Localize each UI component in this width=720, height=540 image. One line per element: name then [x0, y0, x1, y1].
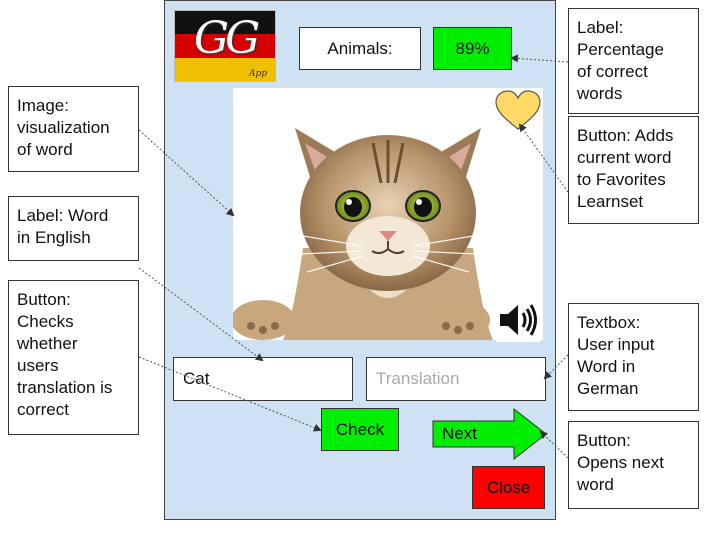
annotation-percentage: Label: Percentage of correct words [568, 8, 699, 114]
score-percentage-label: 89% [433, 27, 512, 70]
translation-input[interactable] [366, 357, 546, 401]
speaker-icon [496, 298, 540, 342]
logo-subtext: App [248, 69, 267, 79]
word-image [231, 88, 543, 340]
heart-icon [495, 90, 541, 130]
logo-flag-gold-stripe [175, 57, 275, 81]
logo-flag-black-stripe [175, 11, 275, 35]
close-button[interactable]: Close [472, 466, 545, 509]
app-logo: GG App [174, 10, 276, 82]
logo-flag-red-stripe [175, 34, 275, 58]
favorite-button[interactable] [494, 90, 542, 132]
logo-text: GG [193, 13, 260, 64]
check-button[interactable]: Check [321, 408, 399, 451]
cat-illustration [231, 128, 493, 340]
annotation-english-word: Label: Word in English [8, 196, 139, 261]
next-button[interactable] [432, 407, 548, 461]
annotation-textbox: Textbox: User input Word in German [568, 303, 699, 411]
annotation-check-button: Button: Checks whether users translation… [8, 280, 139, 435]
annotation-image: Image: visualization of word [8, 86, 139, 172]
annotation-next-button: Button: Opens next word [568, 421, 699, 509]
audio-button[interactable] [496, 298, 540, 342]
english-word-label: Cat [173, 357, 353, 401]
annotation-favorite-button: Button: Adds current word to Favorites L… [568, 116, 699, 224]
right-arrow-icon [432, 407, 547, 461]
category-label: Animals: [299, 27, 421, 70]
